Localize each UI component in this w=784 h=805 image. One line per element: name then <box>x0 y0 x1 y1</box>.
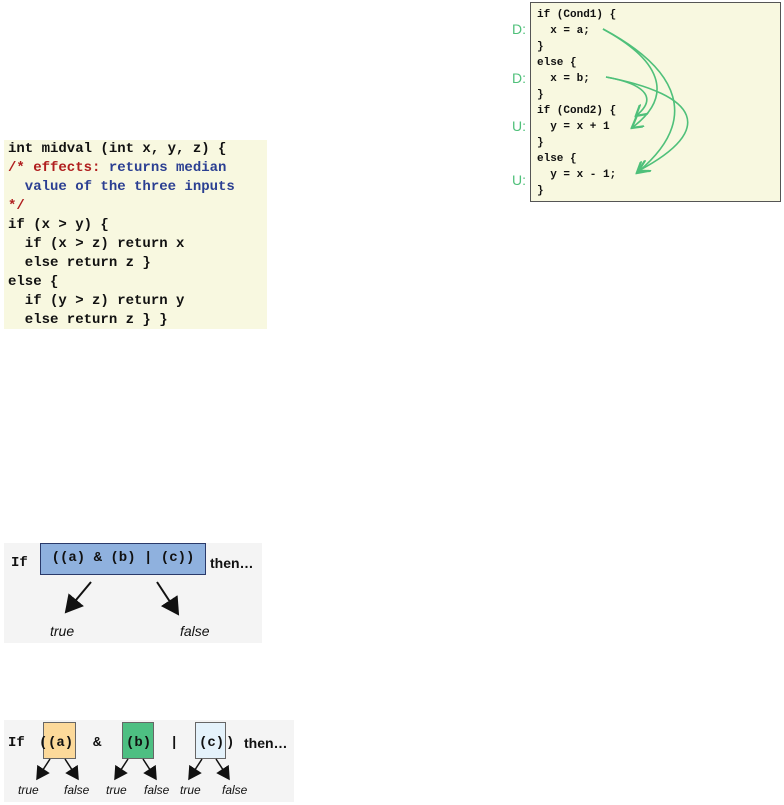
code-line-if-yz: if (y > z) return y <box>8 293 185 309</box>
code-line-comment-start: /* effects: returns median <box>8 159 226 178</box>
use-tag-1: U: <box>512 118 526 134</box>
du-line: y = x - 1; <box>537 169 617 181</box>
use-tag-2: U: <box>512 172 526 188</box>
code-line-if-xy: if (x > y) { <box>8 217 109 233</box>
outcome-c-true: true <box>180 783 201 797</box>
outcome-c-false: false <box>222 783 248 797</box>
midval-code-block: int midval (int x, y, z) { /* effects: r… <box>4 140 267 329</box>
decision-panel: If ((a) & (b) | (c)) then… true false <box>4 543 262 643</box>
or-operator: | <box>170 735 179 751</box>
code-line-comment-end: */ <box>8 198 25 214</box>
def-use-code-block: if (Cond1) { x = a; } else { x = b; } if… <box>530 2 781 202</box>
code-line-else: else { <box>8 274 59 290</box>
code-line-else-z2: else return z } } <box>8 312 168 328</box>
condition-c-box <box>195 722 226 759</box>
du-line: } <box>537 41 544 53</box>
and-operator: & <box>93 735 102 751</box>
condition-a-label: (a) <box>48 735 74 751</box>
du-line: if (Cond2) { <box>537 105 617 117</box>
outcome-a-true: true <box>18 783 39 797</box>
code-line-else-z1: else return z } <box>8 255 151 271</box>
outcome-a-false: false <box>64 783 90 797</box>
condition-b-label: (b) <box>126 735 152 751</box>
outcome-b-true: true <box>106 783 127 797</box>
condition-panel: If ( (a) & (b) | (c) ) then… true false … <box>4 720 294 802</box>
du-line: x = a; <box>537 25 590 37</box>
comment-text: returns median <box>100 160 227 176</box>
du-line: else { <box>537 153 577 165</box>
if-keyword-2: If <box>8 735 25 751</box>
du-line: } <box>537 89 544 101</box>
condition-a-box <box>43 722 76 759</box>
outcome-b-false: false <box>144 783 170 797</box>
def-tag-2: D: <box>512 70 526 86</box>
du-line: y = x + 1 <box>537 121 610 133</box>
du-line: else { <box>537 57 577 69</box>
code-line-comment-body: value of the three inputs <box>8 179 235 195</box>
decision-expression: ((a) & (b) | (c)) <box>40 543 206 575</box>
if-keyword: If <box>11 555 28 571</box>
code-line-if-xz: if (x > z) return x <box>8 236 185 252</box>
comment-open: /* effects: <box>8 160 101 176</box>
condition-c-label: (c) <box>199 735 225 751</box>
du-line: } <box>537 185 544 197</box>
du-line: x = b; <box>537 73 590 85</box>
condition-b-box <box>122 722 154 759</box>
close-paren: ) <box>226 735 235 751</box>
du-line: if (Cond1) { <box>537 9 617 21</box>
decision-true-label: true <box>50 623 75 639</box>
then-keyword: then… <box>210 555 254 571</box>
code-line-signature: int midval (int x, y, z) { <box>8 141 227 157</box>
then-keyword-2: then… <box>244 735 288 751</box>
decision-false-label: false <box>180 623 210 639</box>
open-paren: ( <box>39 735 48 751</box>
du-line: } <box>537 137 544 149</box>
def-tag-1: D: <box>512 21 526 37</box>
